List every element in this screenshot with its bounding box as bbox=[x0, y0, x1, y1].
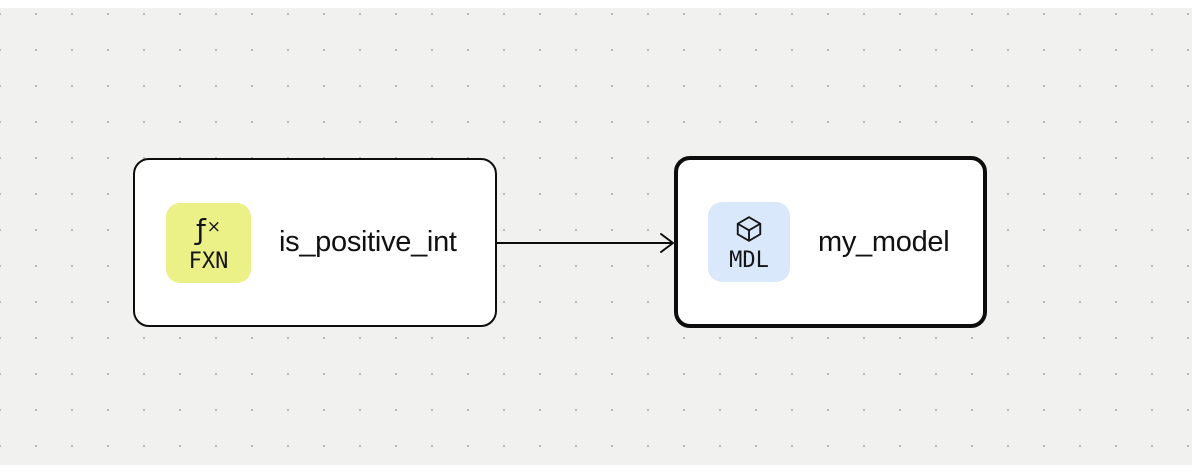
node-label: my_model bbox=[818, 225, 950, 258]
model-badge: MDL bbox=[708, 202, 790, 282]
function-badge: ƒ× FXN bbox=[166, 202, 251, 283]
page-edge-bottom bbox=[0, 465, 1192, 472]
node-label: is_positive_int bbox=[279, 226, 457, 258]
function-icon: ƒ× bbox=[195, 212, 222, 246]
edge-arrow[interactable] bbox=[495, 229, 677, 257]
node-type-tag: MDL bbox=[729, 248, 769, 274]
node-is-positive-int[interactable]: ƒ× FXN is_positive_int bbox=[133, 158, 497, 327]
cube-icon bbox=[734, 211, 764, 247]
node-type-tag: FXN bbox=[188, 248, 229, 274]
node-my-model[interactable]: MDL my_model bbox=[674, 156, 987, 328]
page-edge-top bbox=[0, 0, 1192, 8]
